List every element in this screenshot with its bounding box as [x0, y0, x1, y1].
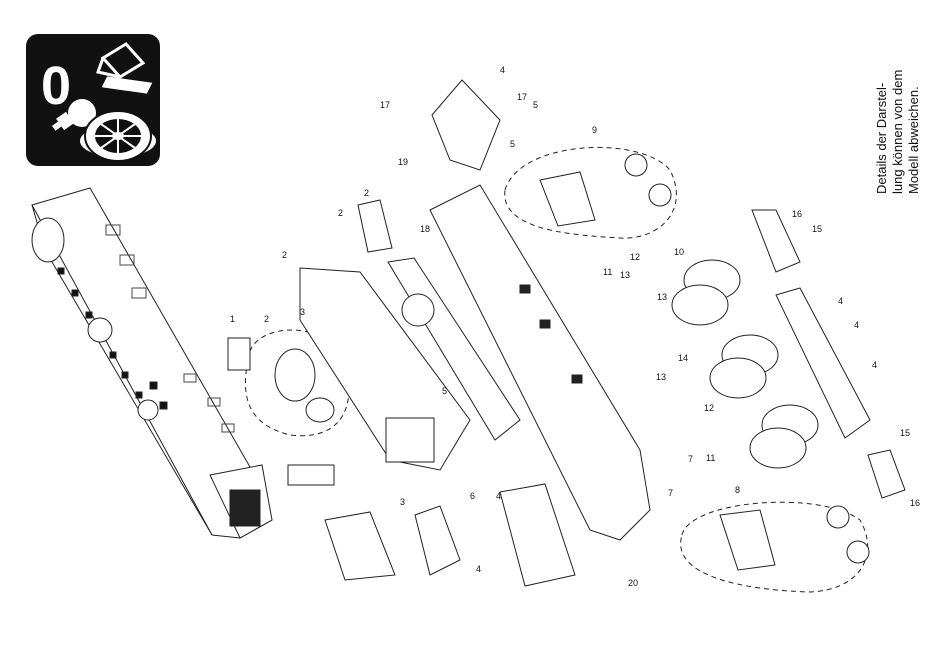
callout: 2: [264, 314, 269, 324]
callout: 11: [706, 453, 715, 463]
top-plate: [432, 80, 500, 170]
callout: 17: [380, 100, 390, 110]
callout: 10: [674, 247, 684, 257]
callout: 14: [678, 353, 688, 363]
callout: 20: [628, 578, 638, 588]
callout: 8: [735, 485, 740, 495]
callout: 4: [500, 65, 505, 75]
callout: 16: [792, 209, 802, 219]
bogie-front: [505, 147, 677, 238]
callout: 5: [510, 139, 515, 149]
callout: 6: [470, 491, 475, 501]
callout: 12: [630, 252, 640, 262]
callout: 15: [812, 224, 822, 234]
callout: 18: [420, 224, 430, 234]
callout: 5: [442, 386, 447, 396]
callout: 12: [704, 403, 714, 413]
disclaimer-line: lung können von dem: [890, 70, 905, 194]
icon-box: 0: [26, 34, 160, 166]
icon-digit-zero: 0: [41, 56, 71, 116]
callout: 19: [398, 157, 408, 167]
disclaimer-line: Details der Darstel-: [874, 83, 889, 194]
callout: 4: [838, 296, 843, 306]
chassis-block: [300, 268, 470, 470]
callout: 11: [603, 267, 612, 277]
callout: 7: [688, 454, 693, 464]
callout: 2: [282, 250, 287, 260]
callout: 1: [230, 314, 235, 324]
callout: 13: [657, 292, 667, 302]
callout: 2: [364, 188, 369, 198]
disclaimer-line: Modell abweichen.: [906, 86, 921, 194]
callout: 9: [592, 125, 597, 135]
callout: 4: [476, 564, 481, 574]
callout: 4: [496, 491, 501, 501]
callout: 13: [620, 270, 630, 280]
callout: 16: [910, 498, 920, 508]
callout: 7: [668, 488, 673, 498]
callout: 4: [854, 320, 859, 330]
callout: 17: [517, 92, 527, 102]
callout: 3: [400, 497, 405, 507]
callout: 4: [872, 360, 877, 370]
disclaimer-note: Details der Darstel- lung können von dem…: [852, 48, 944, 198]
callout: 15: [900, 428, 910, 438]
callout: 3: [300, 307, 305, 317]
bogie-rear: [681, 502, 869, 592]
callout: 13: [656, 372, 666, 382]
callout: 5: [533, 100, 538, 110]
callout: 2: [338, 208, 343, 218]
